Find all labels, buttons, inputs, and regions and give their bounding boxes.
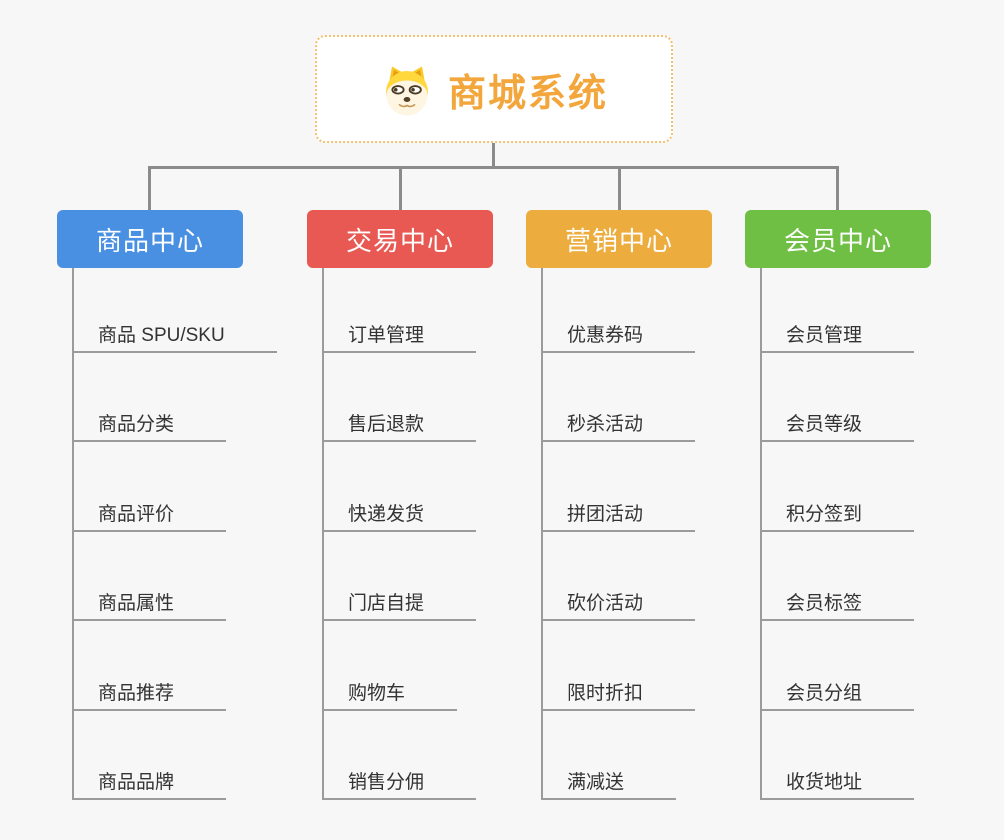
leaf-node[interactable]: 满减送 — [541, 766, 677, 800]
connector-root-stem — [492, 143, 495, 168]
dog-face-icon — [380, 62, 434, 116]
leaf-node[interactable]: 商品品牌 — [72, 766, 227, 800]
leaf-node[interactable]: 售后退款 — [322, 408, 477, 442]
leaf-node[interactable]: 拼团活动 — [541, 498, 696, 532]
branch-node-marketing[interactable]: 营销中心 — [526, 210, 712, 268]
leaf-node[interactable]: 会员等级 — [760, 408, 915, 442]
connector-drop-members — [836, 166, 839, 210]
leaf-node[interactable]: 商品 SPU/SKU — [72, 319, 277, 353]
leaf-node[interactable]: 快递发货 — [322, 498, 477, 532]
branch-spine-trade — [322, 268, 324, 800]
leaf-node[interactable]: 会员分组 — [760, 677, 915, 711]
leaf-node[interactable]: 优惠券码 — [541, 319, 696, 353]
branch-spine-products — [72, 268, 74, 800]
branch-node-trade[interactable]: 交易中心 — [307, 210, 493, 268]
leaf-node[interactable]: 收货地址 — [760, 766, 915, 800]
leaf-node[interactable]: 限时折扣 — [541, 677, 696, 711]
branch-node-products[interactable]: 商品中心 — [57, 210, 243, 268]
leaf-node[interactable]: 会员管理 — [760, 319, 915, 353]
leaf-node[interactable]: 商品属性 — [72, 587, 227, 621]
leaf-node[interactable]: 积分签到 — [760, 498, 915, 532]
leaf-node[interactable]: 门店自提 — [322, 587, 477, 621]
connector-drop-marketing — [618, 166, 621, 210]
leaf-node[interactable]: 销售分佣 — [322, 766, 477, 800]
leaf-node[interactable]: 购物车 — [322, 677, 458, 711]
leaf-node[interactable]: 商品推荐 — [72, 677, 227, 711]
connector-drop-products — [148, 166, 151, 210]
leaf-node[interactable]: 秒杀活动 — [541, 408, 696, 442]
connector-bus — [149, 166, 839, 169]
root-node[interactable]: 商城系统 — [315, 35, 673, 143]
leaf-node[interactable]: 会员标签 — [760, 587, 915, 621]
leaf-node[interactable]: 商品评价 — [72, 498, 227, 532]
leaf-node[interactable]: 商品分类 — [72, 408, 227, 442]
branch-spine-marketing — [541, 268, 543, 800]
root-title: 商城系统 — [447, 72, 608, 115]
branch-spine-members — [760, 268, 762, 800]
leaf-node[interactable]: 砍价活动 — [541, 587, 696, 621]
leaf-node[interactable]: 订单管理 — [322, 319, 477, 353]
connector-drop-trade — [399, 166, 402, 210]
branch-node-members[interactable]: 会员中心 — [745, 210, 931, 268]
